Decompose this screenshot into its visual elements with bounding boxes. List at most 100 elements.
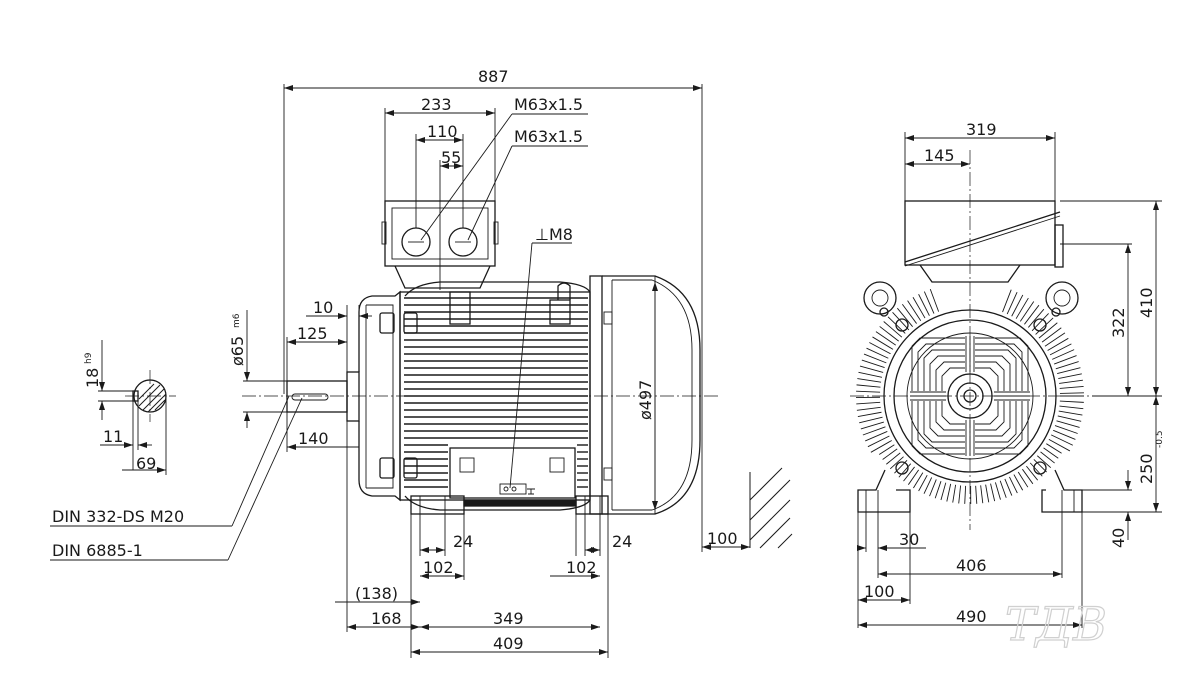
front-fin: [883, 321, 903, 338]
front-fin: [1009, 476, 1018, 494]
front-fin: [975, 485, 978, 504]
grille-bar: [975, 361, 1005, 391]
shaft-to-foot-label: 168: [371, 609, 402, 628]
front-fin: [878, 444, 895, 455]
front-fin: [1055, 361, 1079, 370]
side-view: [242, 200, 793, 549]
key-width-label: 11: [103, 427, 123, 446]
front-fin: [1013, 474, 1024, 491]
key-height-label: 18: [83, 368, 102, 388]
lifting-thread-label: ⊥M8: [535, 225, 573, 244]
front-fin: [889, 456, 904, 470]
grille-bar: [975, 349, 1017, 391]
front-fin: [1048, 438, 1071, 452]
front-fin: [1015, 297, 1029, 319]
cable-gland-2-label: M63x1.5: [514, 127, 583, 146]
front-fin: [1053, 355, 1077, 365]
front-fin: [869, 342, 891, 355]
front-fin: [1052, 349, 1075, 360]
front-fin: [882, 448, 898, 460]
front-fin: [892, 312, 910, 331]
front-fin: [896, 307, 913, 327]
front-fin: [856, 384, 881, 388]
front-fin: [901, 303, 917, 324]
front-fin: [856, 406, 881, 411]
front-fin: [879, 326, 899, 342]
terminal-box-offset-label: 55: [441, 148, 461, 167]
front-fin: [1024, 304, 1040, 325]
shaft-collar-label: 140: [298, 429, 329, 448]
total-height-label: 410: [1137, 287, 1156, 318]
front-fin: [1059, 386, 1084, 389]
front-fin: [990, 483, 996, 502]
foot-height-label: 40: [1109, 528, 1128, 548]
front-fin: [907, 469, 920, 485]
front-fin: [856, 390, 881, 393]
front-fin: [1059, 392, 1084, 394]
shaft-height-label: 250: [1137, 453, 1156, 484]
grille-bar: [975, 401, 1023, 449]
front-fin: [872, 336, 894, 350]
foot-right-102-label: 102: [566, 558, 597, 577]
key-height-tolerance: h9: [84, 352, 94, 364]
top-offset-label: 145: [924, 146, 955, 165]
grille-bar: [975, 355, 1011, 391]
overall-width-label: 490: [956, 607, 987, 626]
front-fin: [1056, 420, 1080, 428]
front-fin: [1002, 289, 1012, 313]
front-fin: [886, 452, 901, 465]
front-fin: [1035, 317, 1054, 335]
front-fin: [859, 365, 884, 373]
foot-hole-spacing-label: 406: [956, 556, 987, 575]
front-fin: [859, 416, 883, 424]
front-fin: [1059, 400, 1084, 403]
front-fin: [870, 440, 892, 453]
grille-bar: [929, 355, 965, 391]
key-depth-label: 69: [136, 454, 156, 473]
foot-spacing-label: 349: [493, 609, 524, 628]
foot-total-label: 409: [493, 634, 524, 653]
front-fin: [958, 485, 962, 504]
side-view-dimensions: [50, 84, 750, 658]
grille-bar: [935, 361, 965, 391]
shaft-cross-section: [98, 340, 176, 475]
front-fin: [985, 484, 990, 503]
grille-bar: [941, 401, 965, 425]
front-fin: [1054, 425, 1078, 434]
top-width-label: 319: [966, 120, 997, 139]
front-fin: [946, 483, 952, 502]
front-fin: [999, 480, 1007, 498]
front-view: [850, 150, 1092, 530]
shaft-diameter-label: ø65: [228, 336, 247, 366]
front-fin: [940, 482, 947, 501]
shaft-height-tolerance: -0.5: [1155, 430, 1165, 448]
front-fin: [1022, 468, 1034, 485]
front-fin: [923, 477, 933, 494]
grille-bar: [923, 401, 965, 443]
front-fin: [866, 347, 889, 359]
front-fin: [1043, 447, 1059, 459]
front-fin: [1038, 322, 1058, 339]
grille-bar: [975, 401, 1029, 455]
front-fin: [861, 359, 885, 369]
front-fin: [923, 291, 935, 314]
front-fin: [1026, 465, 1039, 481]
grille-bar: [975, 343, 1023, 391]
grille-bar: [911, 401, 965, 455]
shaft-height-to-box-label: 322: [1109, 307, 1128, 338]
shaft-diameter-tolerance: m6: [232, 313, 242, 328]
front-fin: [994, 482, 1001, 500]
front-fin: [860, 421, 884, 430]
front-fin: [1057, 415, 1082, 422]
frame-diameter-label: ø497: [636, 380, 655, 420]
front-fin: [1046, 443, 1062, 454]
front-fin: [1041, 327, 1062, 343]
grille-bar: [917, 343, 965, 391]
front-fin: [1059, 379, 1083, 384]
grille-bar: [941, 367, 965, 391]
clearance-label: 100: [707, 529, 738, 548]
terminal-box-gap-label: 110: [427, 122, 458, 141]
watermark-logo: ТДВ: [1005, 597, 1107, 651]
front-fins: [856, 288, 1084, 505]
